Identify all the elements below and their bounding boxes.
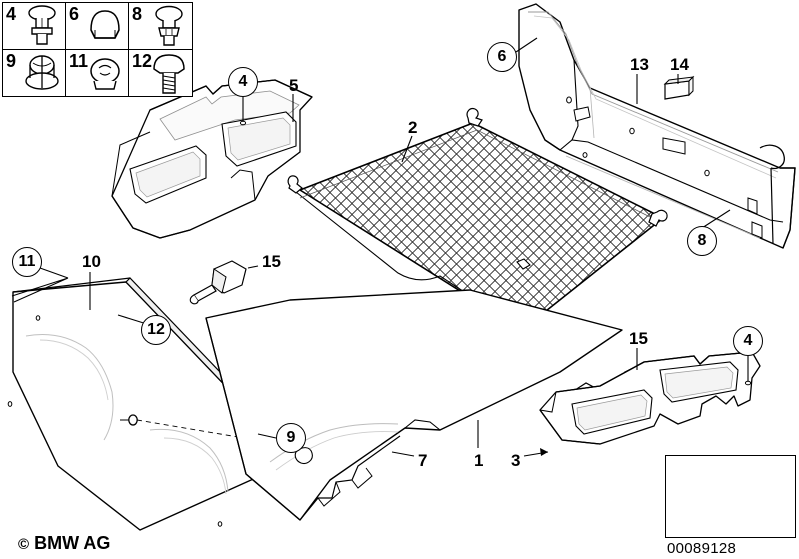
label-1: 1	[474, 451, 484, 470]
label-2: 2	[408, 118, 418, 137]
legend-number: 4	[6, 4, 17, 24]
label-3: 3	[511, 451, 521, 470]
copyright-symbol: ©	[18, 536, 30, 553]
copyright-notice: © BMW AG	[18, 533, 110, 554]
fastener-legend: 4 6 8	[2, 2, 193, 97]
callout-4-top[interactable]: 4	[228, 67, 258, 97]
callout-9[interactable]: 9	[276, 423, 306, 453]
part-rear-trim-panel	[518, 3, 796, 249]
callout-8[interactable]: 8	[687, 226, 717, 256]
legend-number: 12	[132, 50, 153, 71]
round-screw-head-icon	[90, 57, 120, 90]
callout-11[interactable]: 11	[12, 247, 42, 277]
vehicle-thumbnail-frame	[665, 455, 796, 538]
legend-cell-4: 4	[3, 3, 66, 50]
part-clip-left	[189, 260, 247, 305]
legend-cell-11: 11	[66, 49, 129, 96]
rivet-pin-fastener-icon	[28, 5, 56, 45]
legend-number: 6	[69, 4, 80, 24]
label-5: 5	[289, 76, 299, 95]
part-cover-cap	[663, 75, 695, 100]
threaded-dome-screw-icon	[153, 53, 185, 94]
part-trim-panel-upper	[111, 79, 313, 239]
legend-number: 8	[132, 4, 143, 24]
legend-cell-12: 12	[129, 50, 192, 97]
label-15-left: 15	[262, 252, 281, 271]
leader-lines	[11, 37, 749, 457]
callout-4-bottom[interactable]: 4	[733, 326, 763, 356]
legend-number: 11	[69, 50, 89, 71]
part-trim-panel-lower	[539, 351, 761, 445]
label-13: 13	[630, 55, 649, 74]
dome-cap-nut-icon	[90, 10, 120, 39]
legend-cell-9: 9	[3, 49, 66, 96]
label-7: 7	[418, 451, 428, 470]
diagram-number: 00089128	[667, 540, 737, 557]
copyright-text: BMW AG	[34, 533, 111, 553]
legend-cell-6: 6	[66, 3, 129, 50]
split-grommet-icon	[25, 54, 59, 90]
callout-12[interactable]: 12	[141, 315, 171, 345]
label-14: 14	[670, 55, 689, 74]
part-trunk-floor-panel	[205, 289, 623, 521]
legend-cell-8: 8	[129, 3, 192, 50]
mushroom-head-rivet-icon	[155, 5, 183, 46]
callout-6[interactable]: 6	[487, 42, 517, 72]
label-15-right: 15	[629, 329, 648, 348]
label-10: 10	[82, 252, 101, 271]
legend-number: 9	[6, 50, 17, 71]
